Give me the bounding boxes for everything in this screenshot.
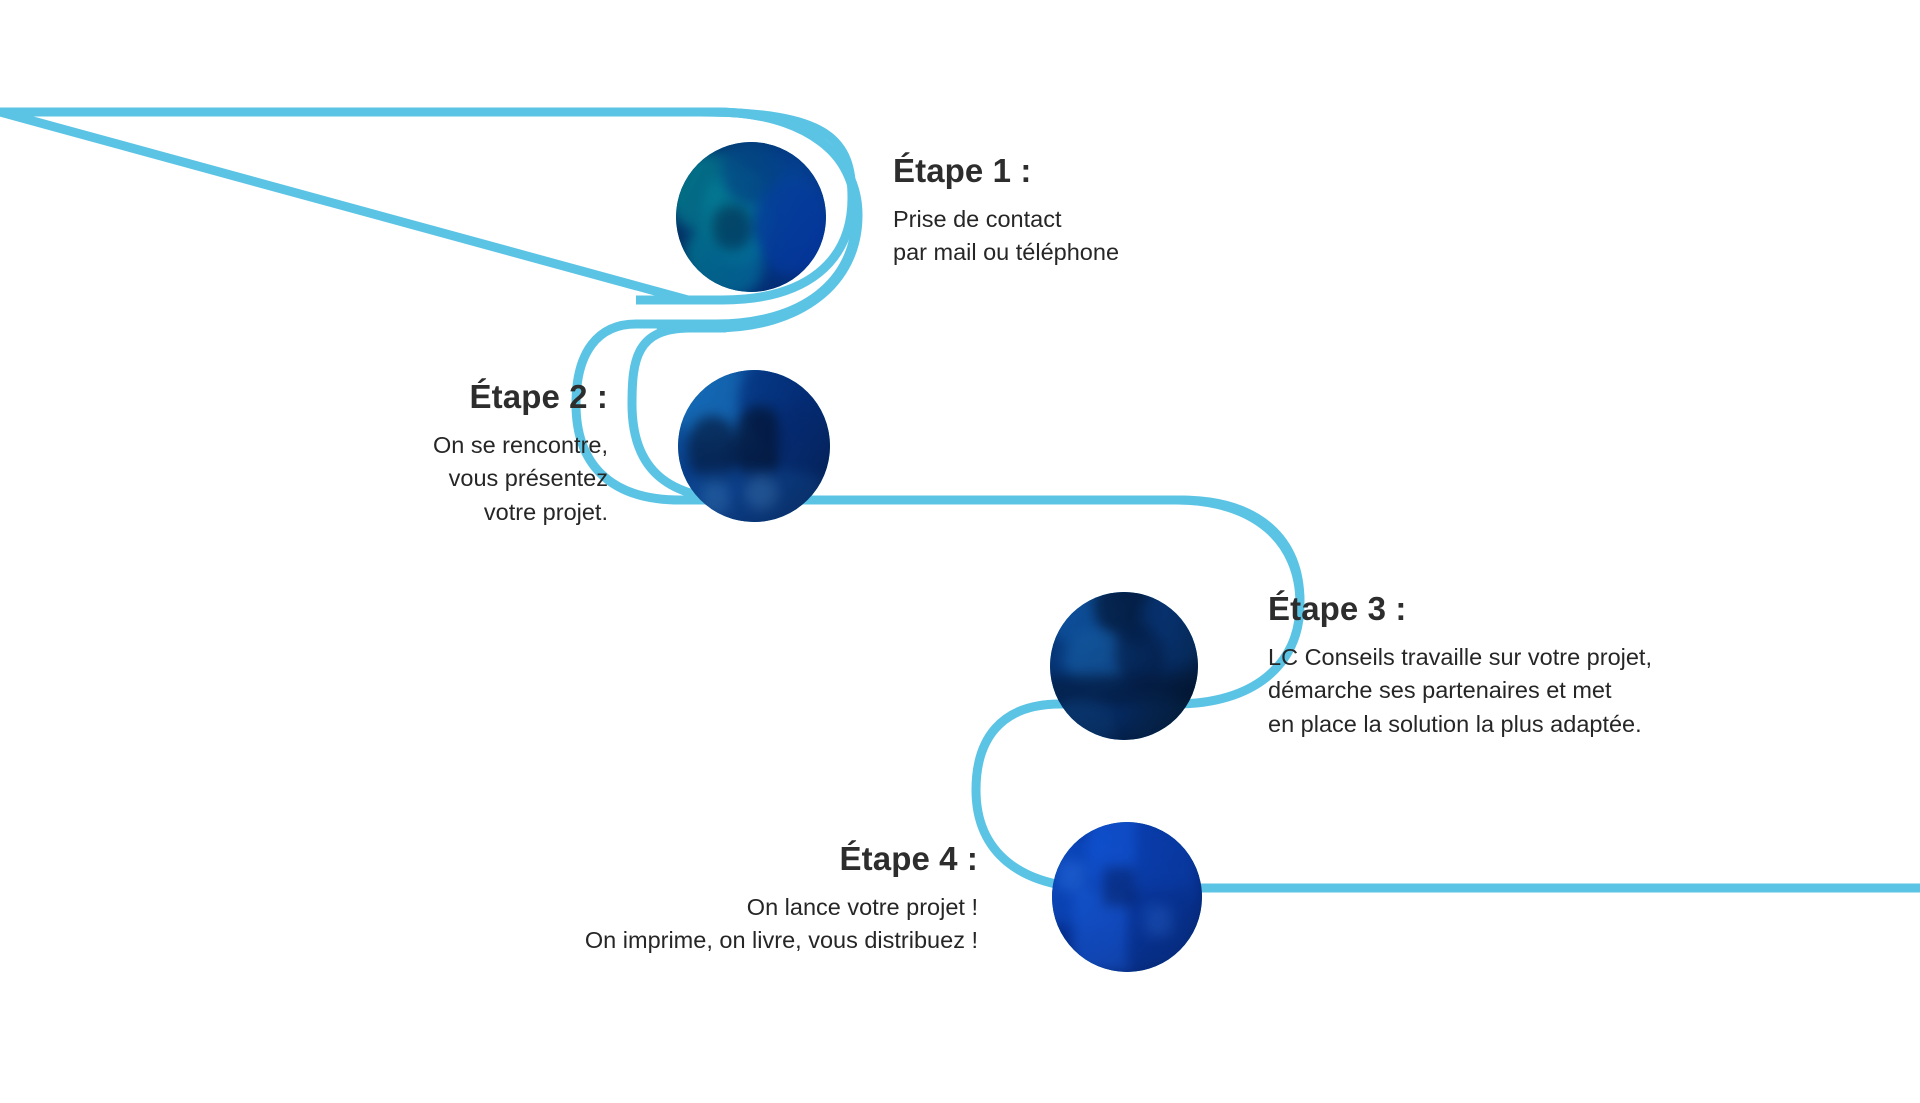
step-1-text: Étape 1 : Prise de contact par mail ou t… — [893, 152, 1323, 270]
step-2-body-line-2: vous présentez — [448, 465, 608, 492]
step-1-body-line-2: par mail ou téléphone — [893, 239, 1120, 266]
step-2-body-line-3: votre projet. — [483, 498, 608, 525]
step-3-body-line-2: démarche ses partenaires et met — [1268, 677, 1612, 704]
step-4-text: Étape 4 : On lance votre projet ! On imp… — [400, 840, 978, 958]
step-3-text: Étape 3 : LC Conseils travaille sur votr… — [1268, 590, 1828, 741]
step-3-body-line-1: LC Conseils travaille sur votre projet, — [1268, 643, 1652, 670]
photo-meeting — [678, 370, 830, 522]
step-3-title: Étape 3 : — [1268, 590, 1407, 627]
step-2-photo-circle — [678, 370, 830, 522]
photo-workshop — [1050, 592, 1198, 740]
step-2-text: Étape 2 : On se rencontre, vous présente… — [200, 378, 608, 529]
step-4-body-line-2: On imprime, on livre, vous distribuez ! — [584, 927, 978, 954]
step-4-body: On lance votre projet ! On imprime, on l… — [400, 891, 978, 958]
step-2-body-line-1: On se rencontre, — [432, 431, 608, 458]
step-1-body: Prise de contact par mail ou téléphone — [893, 203, 1323, 270]
step-1-title: Étape 1 : — [893, 152, 1032, 189]
photo-pallets — [1052, 822, 1202, 972]
step-3-body: LC Conseils travaille sur votre projet, … — [1268, 641, 1828, 741]
step-4-title: Étape 4 : — [839, 840, 978, 877]
step-4-body-line-1: On lance votre projet ! — [746, 893, 978, 920]
step-4-photo-circle — [1052, 822, 1202, 972]
step-3-photo-circle — [1050, 592, 1198, 740]
step-1-body-line-1: Prise de contact — [893, 205, 1062, 232]
step-2-title: Étape 2 : — [469, 378, 608, 415]
step-3-body-line-3: en place la solution la plus adaptée. — [1268, 710, 1642, 737]
photo-phone-call — [676, 142, 826, 292]
step-1-photo-circle — [676, 142, 826, 292]
step-2-body: On se rencontre, vous présentez votre pr… — [200, 429, 608, 529]
